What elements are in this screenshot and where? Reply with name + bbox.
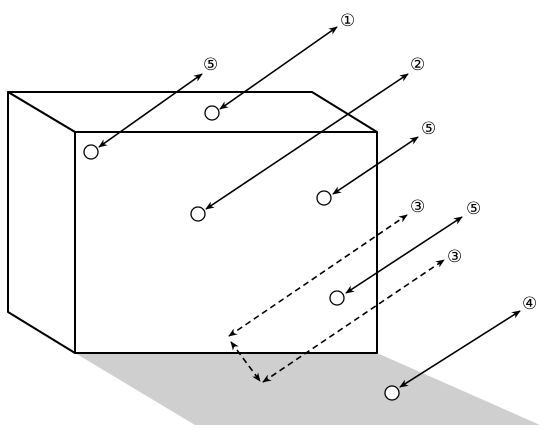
point-front-right [316,190,332,206]
label-3-upper: ③ [410,197,425,217]
point-top [204,105,220,121]
ray-4 [399,310,521,388]
point-ground [384,385,400,401]
ground-shadow [75,353,540,425]
box-front-face [74,131,378,354]
box-side-face [7,91,76,354]
label-1: ① [340,11,355,31]
point-front-lower [329,290,345,306]
label-3-lower: ③ [447,247,462,267]
ray-5-front [332,136,419,195]
ray-2 [205,73,409,210]
point-front-center [190,206,206,222]
dashed-link [230,341,261,382]
label-5-top: ⑤ [203,55,218,75]
label-5-lower: ⑤ [466,199,481,219]
ray-5-top [98,73,203,148]
dashed-ray-3-lower [262,259,445,383]
label-2: ② [410,55,425,75]
dashed-ray-3-upper [228,214,408,337]
point-corner [83,144,99,160]
label-4: ④ [522,294,537,314]
label-5-front: ⑤ [421,119,436,139]
